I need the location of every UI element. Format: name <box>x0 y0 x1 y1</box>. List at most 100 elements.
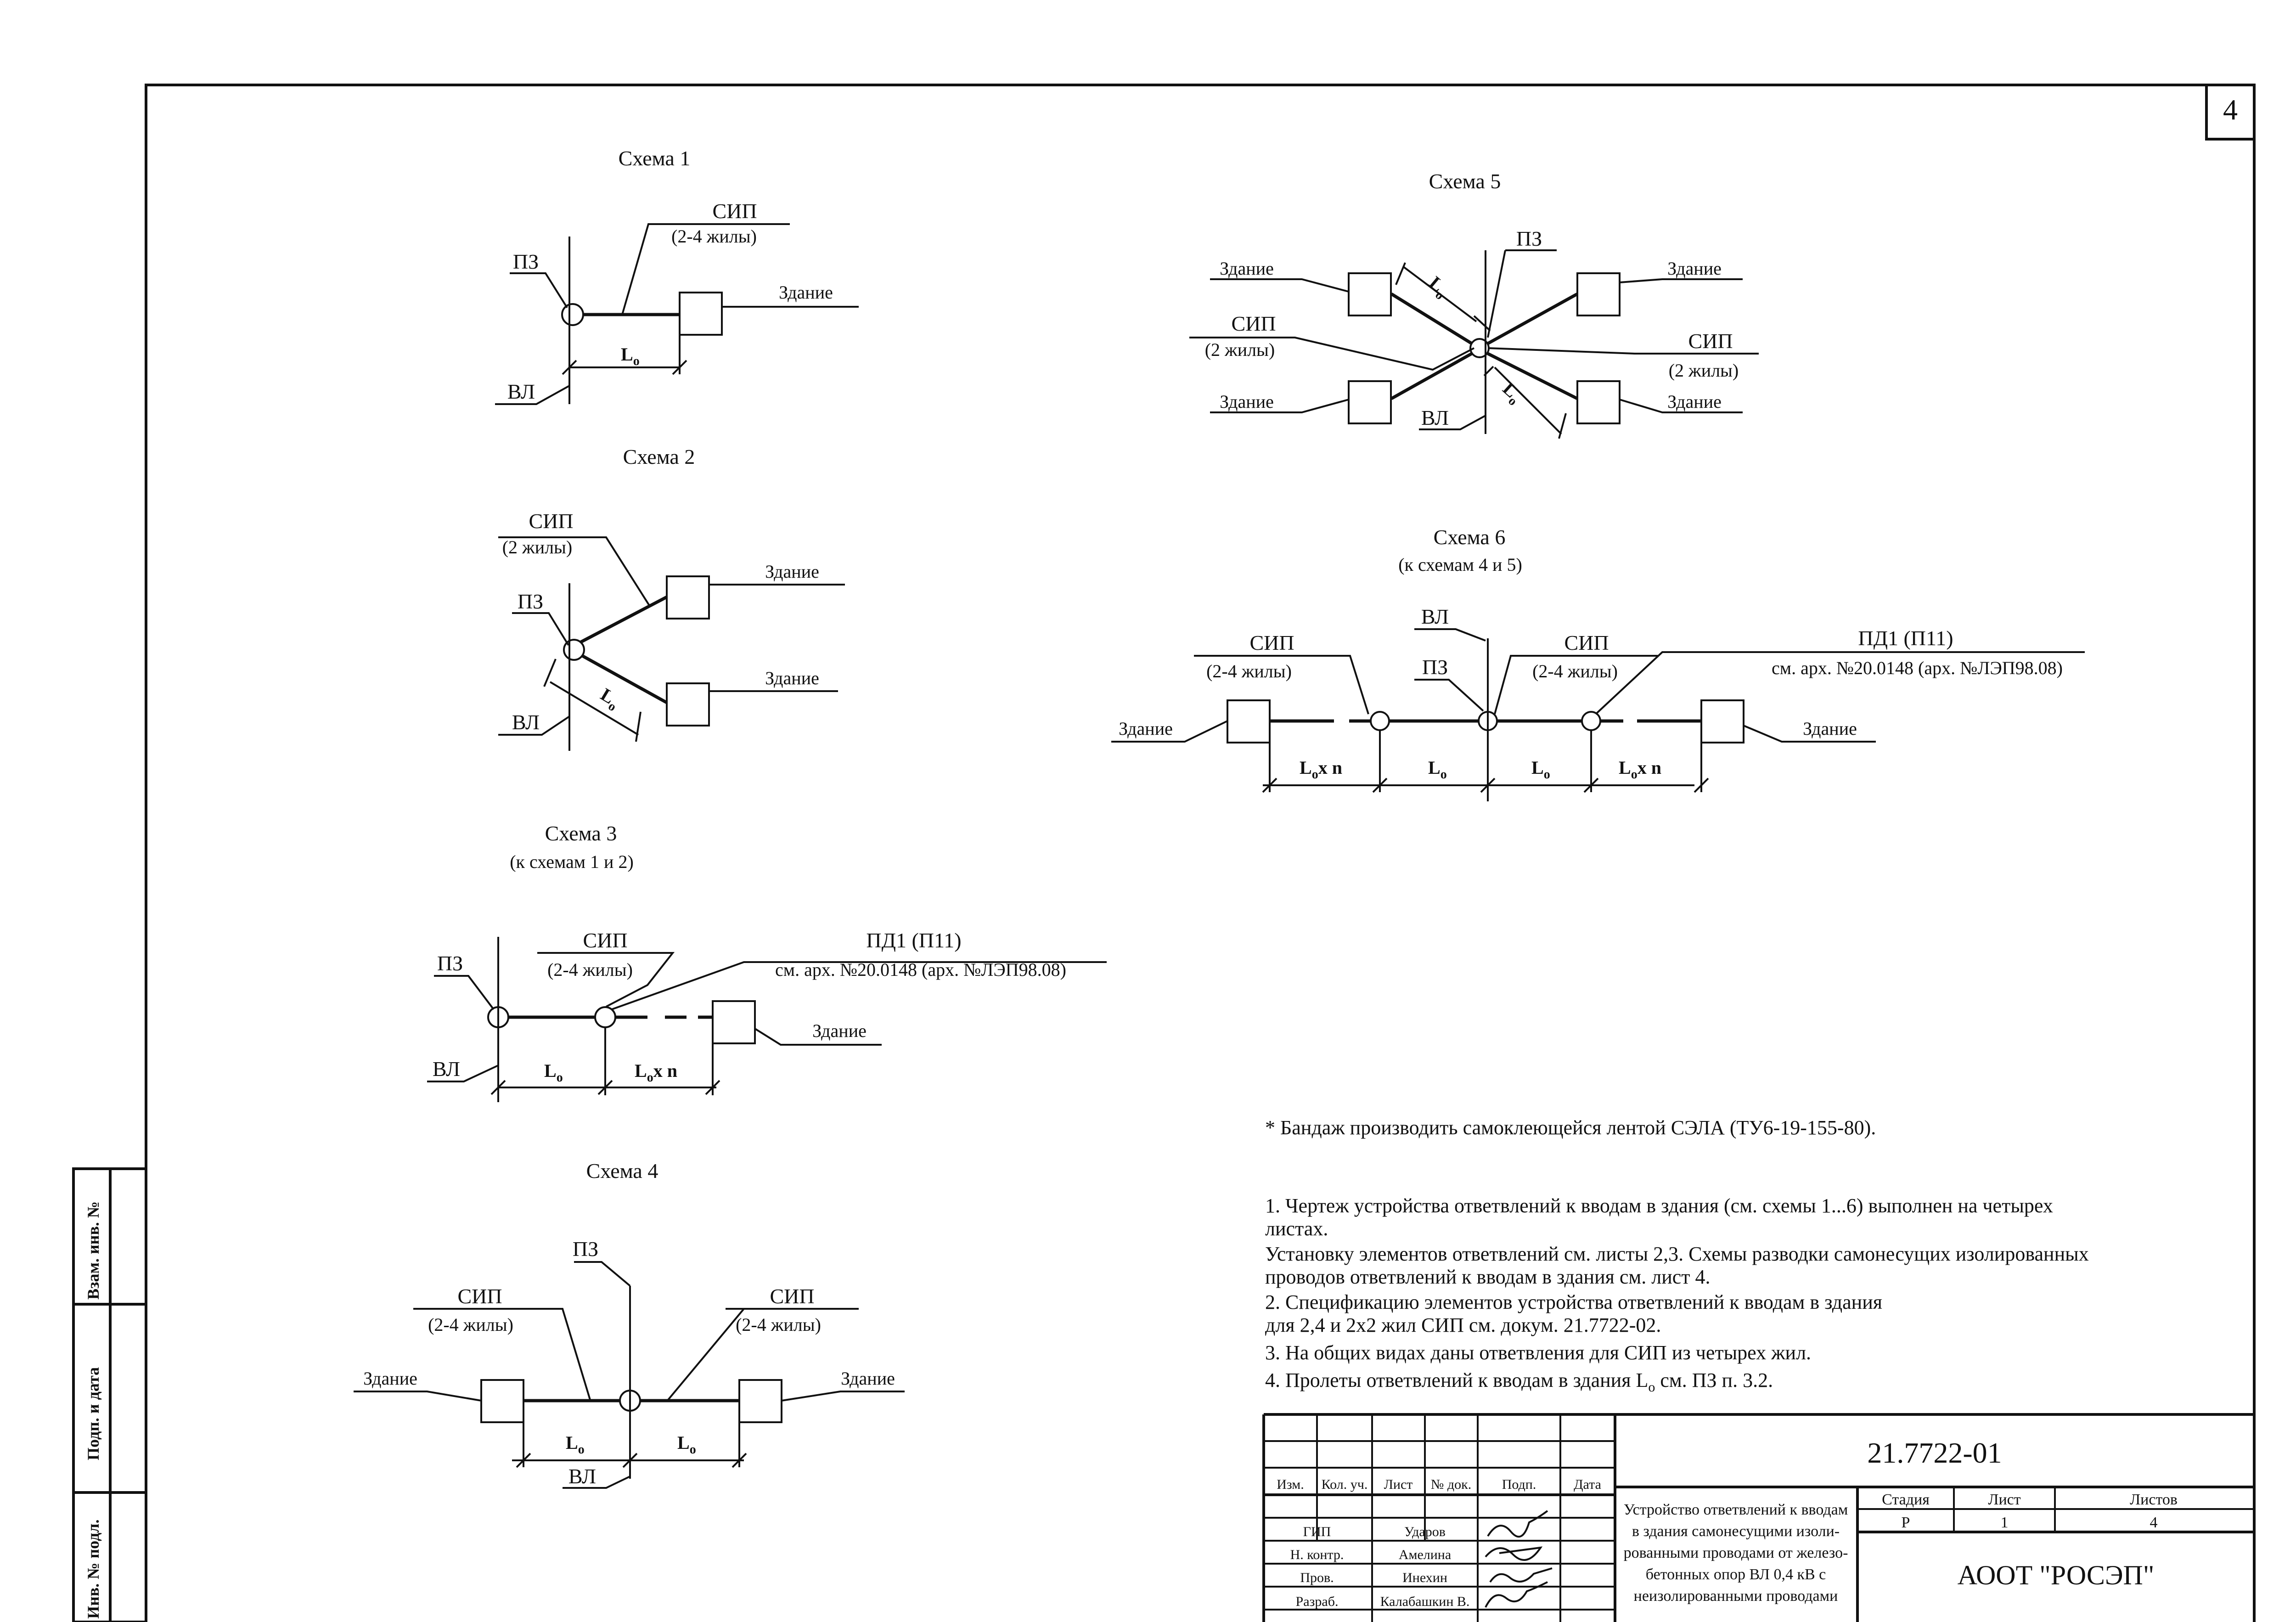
scheme-3-pz: ПЗ <box>437 952 463 975</box>
scheme-6-sip-left: СИП <box>1249 631 1294 654</box>
tb-sheets-value: 4 <box>2150 1514 2158 1531</box>
scheme-1-wires: (2-4 жилы) <box>671 226 757 247</box>
tb-desc-3: рованными проводами от железо- <box>1624 1544 1848 1561</box>
scheme-1-building-label: Здание <box>779 282 833 303</box>
notes: * Бандаж производить самоклеющейся ленто… <box>1265 1116 2089 1395</box>
scheme-4-building-right-label: Здание <box>841 1368 895 1389</box>
scheme-3-pd1: ПД1 (П11) <box>866 929 961 952</box>
scheme-5-vl: ВЛ <box>1421 406 1449 429</box>
title-block: Изм. Кол. уч. Лист № док. Подп. Дата ГИП… <box>1262 1413 2254 1622</box>
scheme-2-building-1 <box>666 575 710 620</box>
scheme-5-building-bl <box>1348 380 1392 424</box>
scheme-5-building-tl-label: Здание <box>1220 258 1274 279</box>
scheme-2-sip: СИП <box>529 509 573 533</box>
tb-name-razrab: Калабашкин В. <box>1380 1594 1470 1609</box>
scheme-6: Схема 6 (к схемам 4 и 5) Lox n Lo <box>1111 525 2085 801</box>
signature-4 <box>1485 1581 1548 1608</box>
note-line-1: 1. Чертеж устройства ответвлений к ввода… <box>1265 1194 2053 1217</box>
signature-2 <box>1485 1546 1543 1561</box>
scheme-6-sip-right: СИП <box>1564 631 1609 654</box>
scheme-5-sip-right: СИП <box>1688 329 1733 353</box>
scheme-3-subtitle: (к схемам 1 и 2) <box>510 851 634 872</box>
tb-desc-1: Устройство ответвлений к вводам <box>1624 1501 1848 1518</box>
scheme-4: Схема 4 Lo Lo ПЗ СИП (2-4 жилы) СИП (2-4… <box>354 1159 905 1489</box>
scheme-6-wires-left: (2-4 жилы) <box>1206 661 1292 681</box>
scheme-6-pz: ПЗ <box>1422 655 1448 679</box>
tb-header-list: Лист <box>1384 1477 1413 1492</box>
tb-desc-4: бетонных опор ВЛ 0,4 кВ с <box>1646 1566 1826 1583</box>
scheme-6-l0xn-right: Lox n <box>1619 757 1661 782</box>
scheme-6-pd1: ПД1 (П11) <box>1858 626 1953 650</box>
scheme-4-l0-right: Lo <box>677 1432 696 1457</box>
scheme-1: Схема 1 Lo СИП (2-4 жилы) ПЗ ВЛ Здание <box>495 146 859 405</box>
scheme-2-vl: ВЛ <box>512 710 540 734</box>
tb-header-data: Дата <box>1574 1477 1601 1492</box>
scheme-5-l0-top: Lo <box>1423 272 1453 303</box>
scheme-6-title: Схема 6 <box>1434 525 1506 549</box>
tb-role-gip: ГИП <box>1303 1524 1331 1539</box>
tb-role-nkontr: Н. контр. <box>1290 1547 1344 1562</box>
tb-doc-number: 21.7722-01 <box>1867 1436 2002 1469</box>
scheme-1-title: Схема 1 <box>619 146 691 170</box>
side-stamp-inv: Инв. № подл. <box>84 1520 102 1619</box>
note-line-8: 4. Пролеты ответвлений к вводам в здания… <box>1265 1369 1773 1395</box>
scheme-5-building-tl <box>1348 272 1392 316</box>
sheet-number: 4 <box>2223 93 2238 126</box>
tb-header-doc: № док. <box>1431 1477 1471 1492</box>
scheme-6-building-left <box>1227 699 1271 743</box>
signature-1 <box>1487 1510 1548 1538</box>
tb-name-prov: Инехин <box>1402 1570 1447 1585</box>
tb-name-nkontr: Амелина <box>1399 1547 1451 1562</box>
footnote: * Бандаж производить самоклеющейся ленто… <box>1265 1116 1876 1139</box>
tb-role-prov: Пров. <box>1300 1570 1334 1585</box>
note-line-2: листах. <box>1265 1217 1328 1240</box>
scheme-6-subtitle: (к схемам 4 и 5) <box>1398 554 1522 575</box>
scheme-4-wires-left: (2-4 жилы) <box>428 1314 513 1335</box>
scheme-5-building-br <box>1576 380 1621 424</box>
scheme-3-building <box>712 1000 756 1044</box>
scheme-5-pz: ПЗ <box>1516 227 1542 250</box>
side-stamp-vzam: Взам. инв. № <box>84 1201 102 1300</box>
scheme-6-archive: см. арх. №20.0148 (арх. №ЛЭП98.08) <box>1772 658 2063 678</box>
tb-sheets-label: Листов <box>2130 1491 2178 1508</box>
scheme-4-title: Схема 4 <box>586 1159 658 1183</box>
tb-header-podp: Подп. <box>1502 1477 1536 1492</box>
scheme-6-building-right-label: Здание <box>1803 718 1857 739</box>
note-line-7: 3. На общих видах даны ответвления для С… <box>1265 1341 1811 1364</box>
note-line-3: Установку элементов ответвлений см. лист… <box>1265 1243 2089 1265</box>
signature-3 <box>1489 1567 1553 1583</box>
scheme-4-sip-right: СИП <box>770 1284 814 1308</box>
scheme-4-wires-right: (2-4 жилы) <box>736 1314 821 1335</box>
scheme-5-sip-left: СИП <box>1231 312 1276 335</box>
note-line-6: для 2,4 и 2х2 жил СИП см. докум. 21.7722… <box>1265 1314 1661 1336</box>
side-stamp-podp: Подп. и дата <box>84 1367 102 1460</box>
scheme-2-l0: Lo <box>595 684 624 714</box>
tb-header-kol: Кол. уч. <box>1322 1477 1368 1492</box>
tb-role-razrab: Разраб. <box>1296 1594 1339 1609</box>
scheme-5-building-tr <box>1576 272 1621 316</box>
scheme-5-wires-right: (2 жилы) <box>1669 360 1739 381</box>
scheme-2-building-2 <box>666 682 710 727</box>
scheme-3-l0xn: Lox n <box>635 1060 677 1085</box>
scheme-3-title: Схема 3 <box>545 822 617 845</box>
tb-header-izm: Изм. <box>1277 1477 1304 1492</box>
tb-sheet-label: Лист <box>1988 1491 2020 1508</box>
scheme-6-vl: ВЛ <box>1421 605 1449 628</box>
scheme-4-building-left <box>480 1379 524 1423</box>
tb-stage-label: Стадия <box>1882 1491 1930 1508</box>
scheme-5-building-br-label: Здание <box>1667 391 1722 412</box>
scheme-1-vl: ВЛ <box>507 380 535 403</box>
scheme-4-building-right <box>738 1379 782 1423</box>
scheme-1-pz: ПЗ <box>513 250 539 273</box>
scheme-2: Схема 2 Lo СИП (2 жилы) ПЗ ВЛ Здание Зда… <box>498 445 845 751</box>
scheme-3-l0: Lo <box>544 1060 563 1085</box>
tb-organization: АООТ "РОСЭП" <box>1958 1560 2155 1590</box>
scheme-5-l0-bottom: Lo <box>1497 378 1527 409</box>
scheme-2-title: Схема 2 <box>623 445 695 468</box>
note-line-4: проводов ответвлений к вводам в здания с… <box>1265 1266 1711 1288</box>
sheet-frame <box>145 84 2256 1622</box>
scheme-6-building-left-label: Здание <box>1119 718 1173 739</box>
scheme-5-wires-left: (2 жилы) <box>1205 339 1275 360</box>
scheme-3-building-label: Здание <box>812 1020 867 1041</box>
